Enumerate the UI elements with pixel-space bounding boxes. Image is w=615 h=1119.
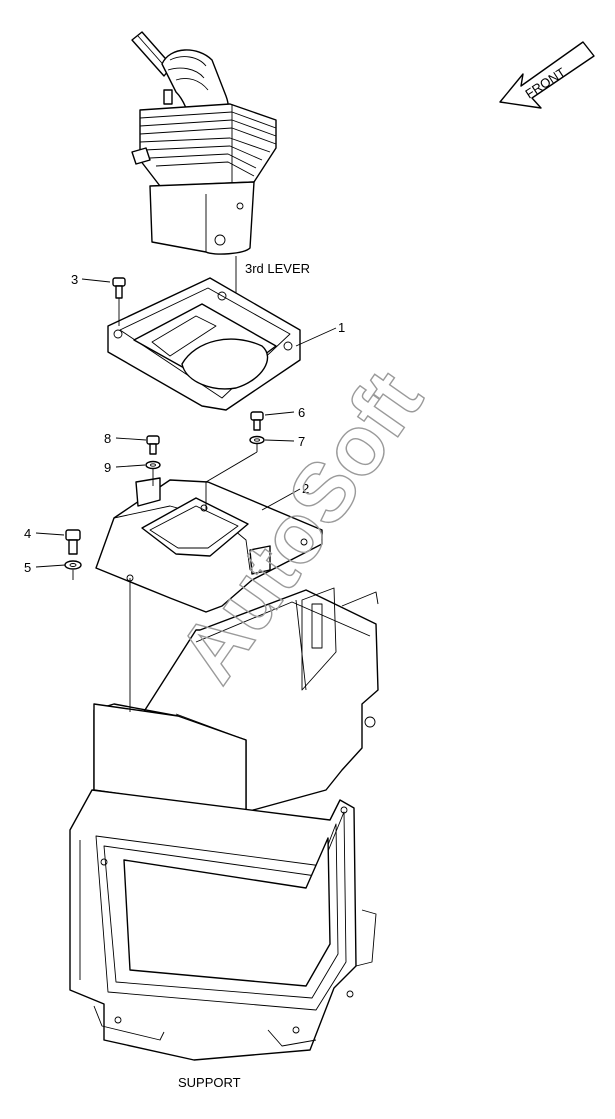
bolt-part-6 (250, 411, 264, 431)
support-label: SUPPORT (178, 1075, 241, 1090)
callout-6: 6 (298, 405, 305, 420)
callout-1: 1 (338, 320, 345, 335)
bolt-part-8 (146, 435, 160, 455)
front-arrow: FRONT (499, 41, 595, 109)
washer-part-5 (64, 560, 82, 570)
support-console (69, 587, 379, 1061)
washer-part-9 (145, 460, 161, 470)
washer-part-7 (249, 435, 265, 445)
boot-plate-part-1 (107, 277, 301, 411)
callout-3: 3 (71, 272, 78, 287)
third-lever-label: 3rd LEVER (245, 261, 310, 276)
callout-5: 5 (24, 560, 31, 575)
callout-9: 9 (104, 460, 111, 475)
callout-7: 7 (298, 434, 305, 449)
bolt-part-3 (112, 277, 126, 326)
bracket-plate-part-2 (95, 477, 323, 613)
bolt-part-4 (65, 529, 81, 555)
callout-8: 8 (104, 431, 111, 446)
callout-2: 2 (302, 481, 309, 496)
callout-4: 4 (24, 526, 31, 541)
third-lever-assembly (131, 31, 277, 255)
